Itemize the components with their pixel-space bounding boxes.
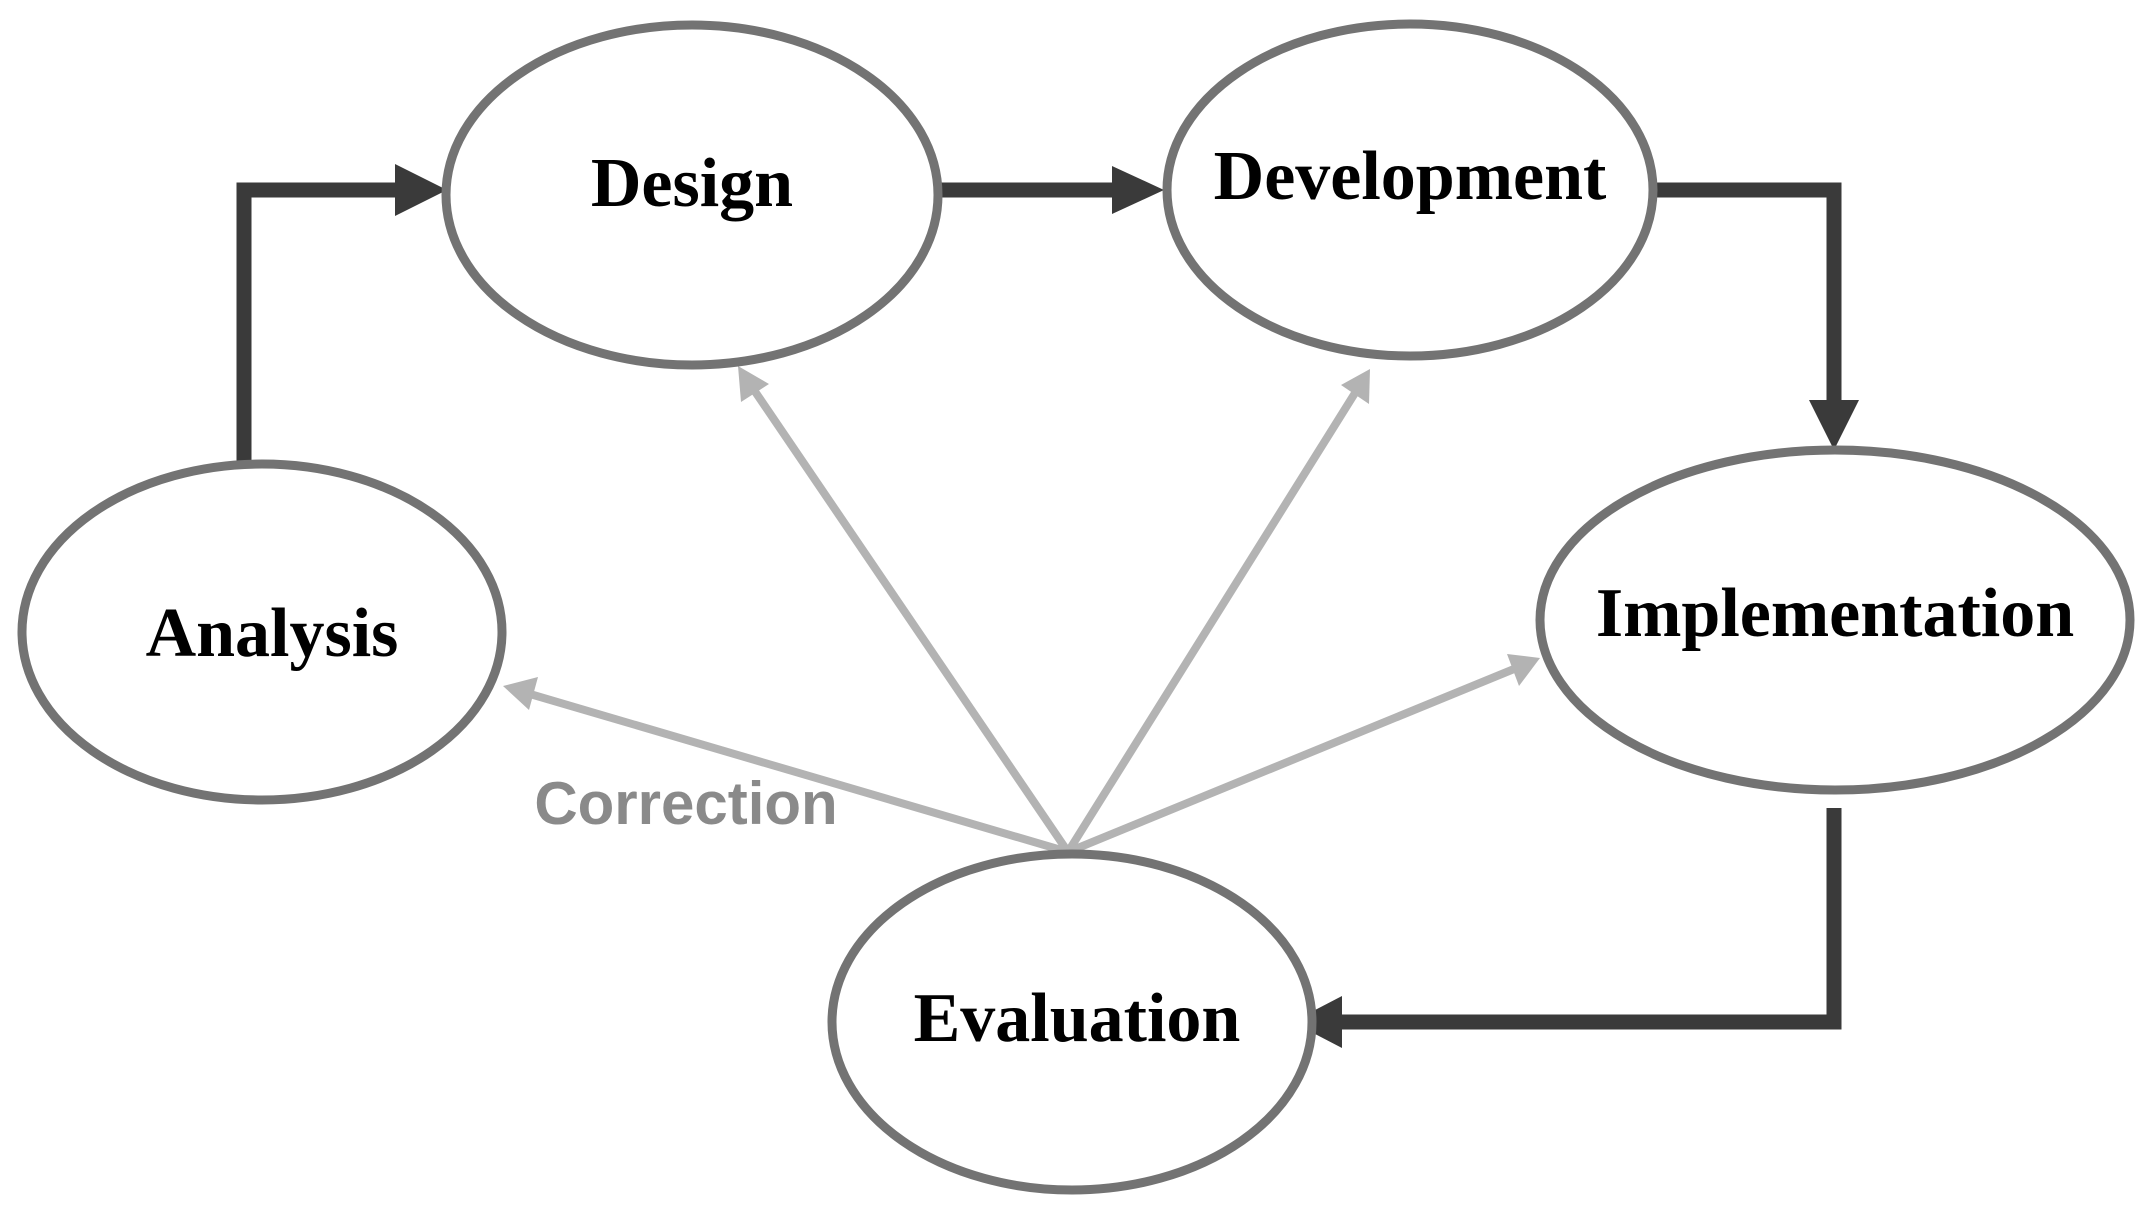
flow-arrow-design-to-development bbox=[936, 166, 1164, 214]
node-analysis: Analysis bbox=[17, 459, 507, 805]
node-label-design: Design bbox=[591, 145, 793, 222]
flow-arrow-development-to-implementation bbox=[1654, 182, 1859, 450]
node-label-development: Development bbox=[1214, 138, 1607, 215]
flow-arrow-implementation-to-evaluation bbox=[1292, 808, 1842, 1048]
correction-arrow-to-analysis bbox=[503, 677, 1070, 856]
node-evaluation: Evaluation bbox=[827, 849, 1317, 1195]
flow-arrow-analysis-to-design bbox=[236, 164, 447, 462]
correction-arrows bbox=[503, 366, 1540, 856]
node-design: Design bbox=[441, 20, 943, 370]
correction-arrow-to-development bbox=[1064, 369, 1370, 855]
node-label-evaluation: Evaluation bbox=[914, 980, 1241, 1057]
node-label-analysis: Analysis bbox=[146, 595, 399, 672]
correction-arrow-to-implementation bbox=[1066, 654, 1540, 856]
node-development: Development bbox=[1162, 19, 1658, 361]
node-implementation: Implementation bbox=[1535, 445, 2135, 795]
node-label-implementation: Implementation bbox=[1596, 575, 2074, 652]
correction-label: Correction bbox=[534, 770, 837, 837]
correction-arrow-to-design bbox=[738, 366, 1072, 855]
flow-arrows bbox=[236, 164, 1859, 1048]
